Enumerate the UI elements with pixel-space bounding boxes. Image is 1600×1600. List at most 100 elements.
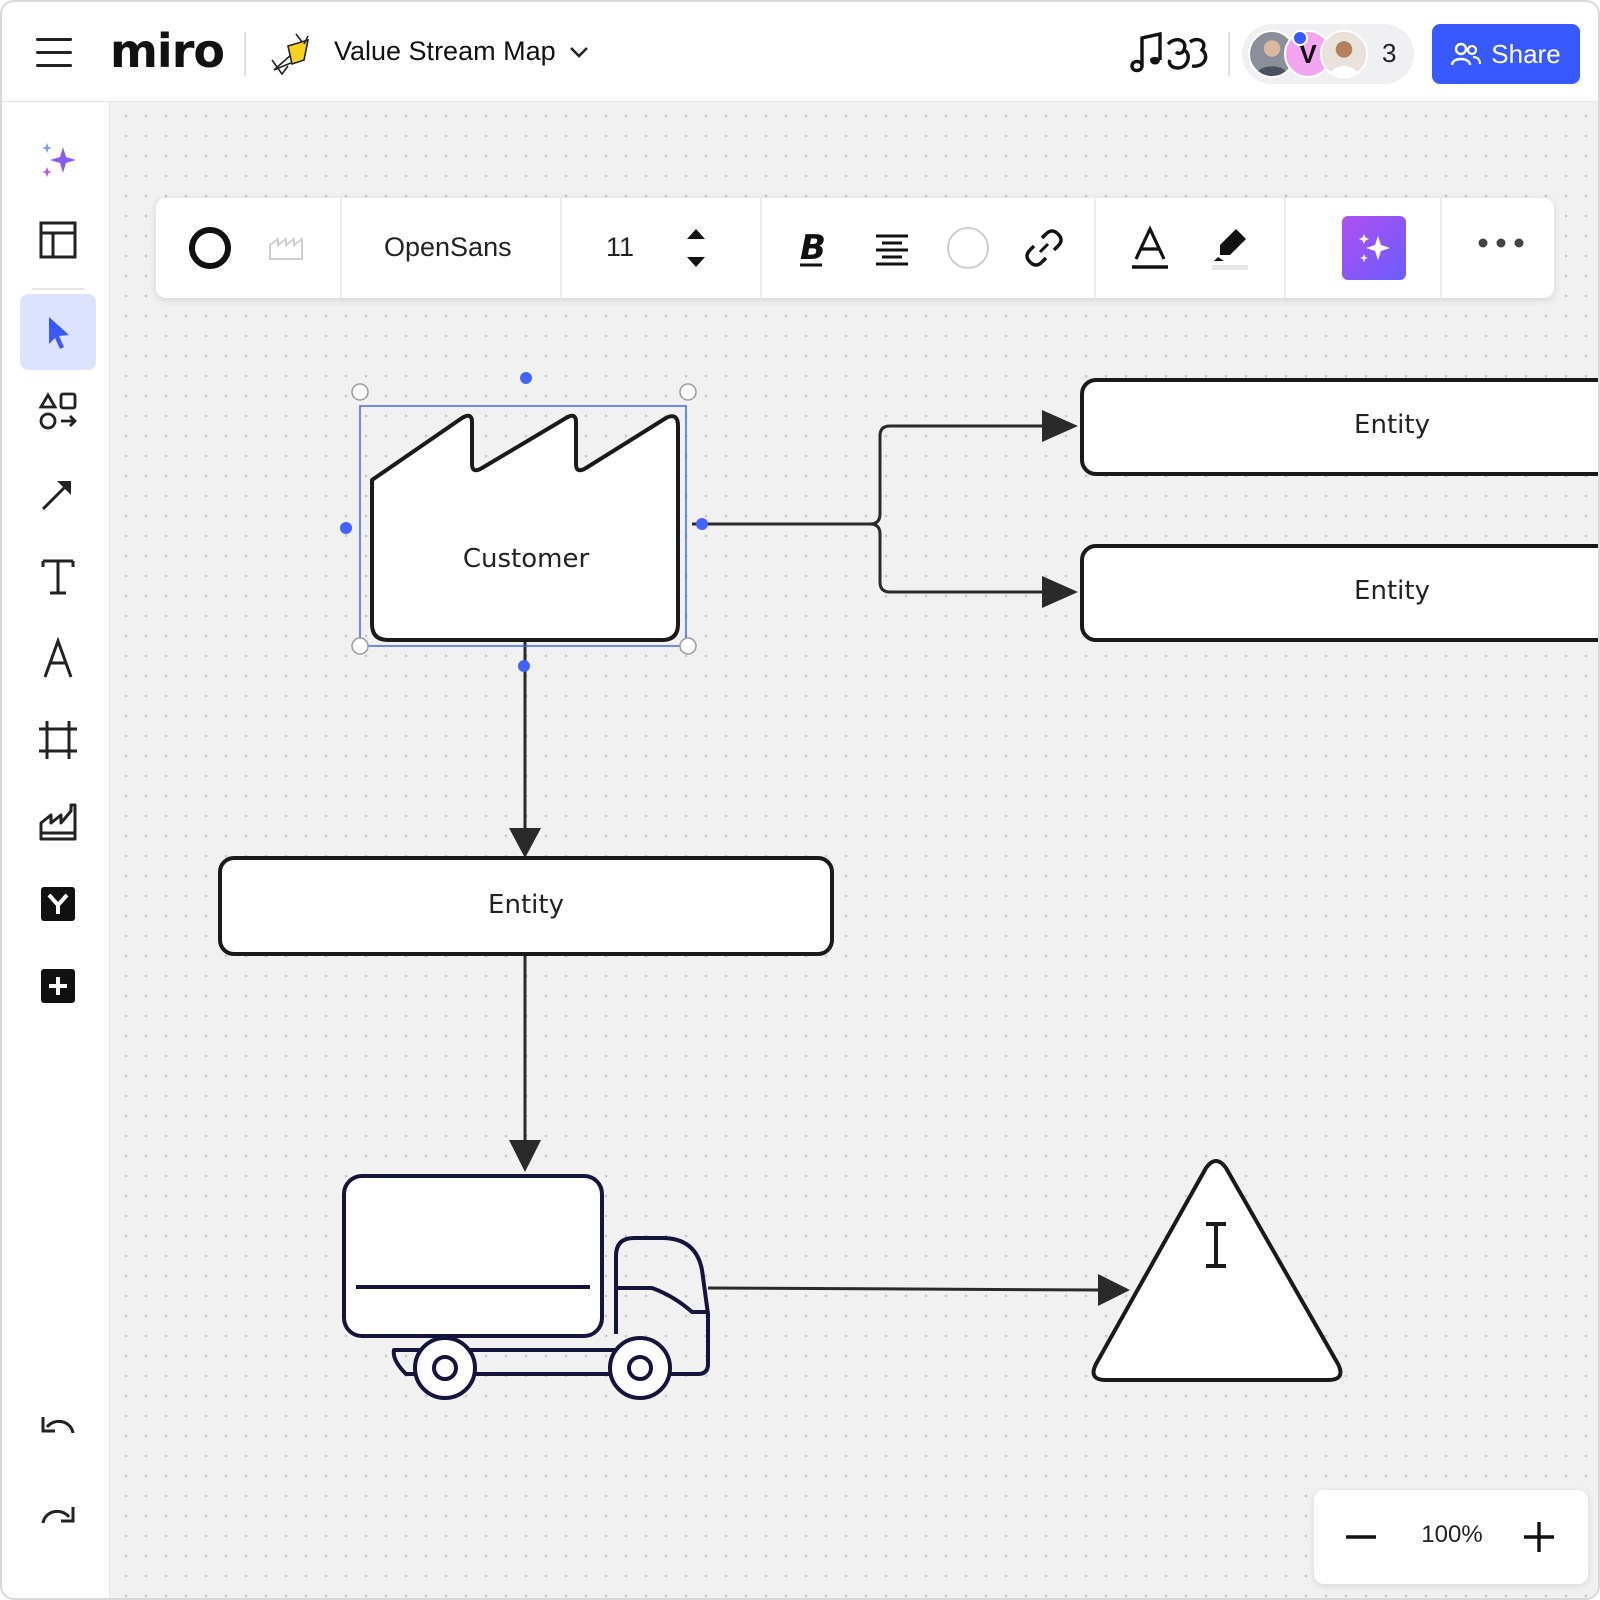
board-title[interactable]: Value Stream Map [334,36,556,66]
align-center-icon [876,234,908,266]
link-icon [1025,229,1063,267]
text-tool[interactable] [20,538,96,614]
stepper-icon [687,229,705,267]
top-bar: miro Value Stream Map V 3 [2,2,1598,102]
divider [340,198,342,298]
entity-shape[interactable] [218,856,834,956]
fill-color-button[interactable] [942,222,994,274]
font-family-select[interactable]: OpenSans [384,232,512,262]
zoom-level[interactable]: 100% [1421,1521,1483,1548]
zoom-out-button[interactable] [1336,1512,1386,1562]
frame-tool[interactable] [20,702,96,778]
undo-button[interactable] [20,1388,96,1464]
divider [1228,32,1230,76]
frame-icon [39,721,77,759]
zoom-in-button[interactable] [1514,1512,1564,1562]
shapes-icon [38,392,77,430]
reactions-icon[interactable] [1126,30,1210,76]
connection-point[interactable] [518,660,530,672]
inventory-triangle-shape[interactable] [1091,1159,1343,1382]
more-apps-tool[interactable] [20,948,96,1024]
board-canvas[interactable] [110,102,1598,1598]
entity-label[interactable]: Entity [1354,410,1430,440]
ai-sparkle-tool[interactable] [20,122,96,198]
vsm-shapes-tool[interactable] [20,784,96,860]
link-button[interactable] [1018,222,1070,274]
color-swatch-icon [947,227,989,269]
resize-handle[interactable] [351,383,369,401]
redo-icon [41,1507,75,1524]
bold-icon: B [800,228,826,268]
factory-outline-icon [269,237,303,260]
connector-tool[interactable] [20,456,96,532]
templates-tool[interactable] [20,202,96,278]
factory-label[interactable]: Customer [462,544,590,574]
resize-handle[interactable] [679,637,697,655]
truck-shape[interactable] [342,1174,710,1400]
redo-button[interactable] [20,1478,96,1554]
zoom-controls: 100% [1314,1490,1588,1584]
connector[interactable] [509,954,541,1172]
share-button[interactable]: Share [1432,24,1580,84]
entity-shape[interactable] [1080,544,1600,642]
text-icon [41,559,75,595]
divider [560,198,562,298]
left-toolbar [2,102,110,1598]
font-size-input[interactable]: 11 [606,232,635,262]
arrow-icon [41,481,71,511]
avatar[interactable] [1320,30,1368,78]
connection-point[interactable] [340,522,352,534]
resize-handle[interactable] [351,637,369,655]
app-tool[interactable] [20,866,96,942]
entity-label[interactable]: Entity [1354,576,1430,606]
menu-icon[interactable] [36,38,72,68]
align-button[interactable] [866,222,918,274]
entity-label[interactable]: Entity [488,890,564,920]
shapes-tool[interactable] [20,374,96,450]
sparkle-icon [42,143,76,177]
pen-tool[interactable] [20,620,96,696]
share-label: Share [1491,38,1561,69]
cursor-icon [49,317,69,349]
connector[interactable] [869,522,1078,608]
text-color-icon [1132,225,1168,269]
circle-outline-icon [189,227,231,269]
divider [244,32,246,76]
bold-button[interactable]: B [786,222,838,274]
sparkle-icon [1359,234,1390,262]
users-icon [1451,42,1482,66]
select-tool[interactable] [20,294,96,370]
pen-icon [43,636,73,678]
more-options-icon[interactable] [1476,236,1526,250]
text-color-button[interactable] [1124,222,1176,274]
font-size-stepper[interactable] [670,222,722,274]
shape-type-button[interactable] [184,222,236,274]
chevron-down-icon[interactable] [568,42,590,62]
miro-logo[interactable]: miro [110,24,225,78]
divider [760,198,762,298]
divider [32,288,84,290]
collaborator-count: 3 [1382,38,1397,68]
divider [1284,198,1286,298]
connector[interactable] [509,642,541,858]
factory-shape[interactable] [370,413,680,642]
selection-box[interactable] [340,372,708,672]
highlight-button[interactable] [1204,222,1256,274]
connector[interactable] [707,1274,1130,1306]
presence-dot [1292,30,1308,46]
highlighter-icon [1212,229,1248,270]
collaborators[interactable]: V 3 [1242,24,1414,84]
svg-text:B: B [800,228,826,268]
entity-shape[interactable] [1080,378,1600,476]
connection-point[interactable] [520,372,532,384]
shape-style-button[interactable] [260,222,312,274]
connection-point[interactable] [696,518,708,530]
board-emoji-icon[interactable] [268,30,320,78]
layout-icon [39,221,77,259]
resize-handle[interactable] [679,383,697,401]
ai-assist-button[interactable] [1342,216,1406,280]
divider [1440,198,1442,298]
plus-square-icon [41,969,75,1003]
